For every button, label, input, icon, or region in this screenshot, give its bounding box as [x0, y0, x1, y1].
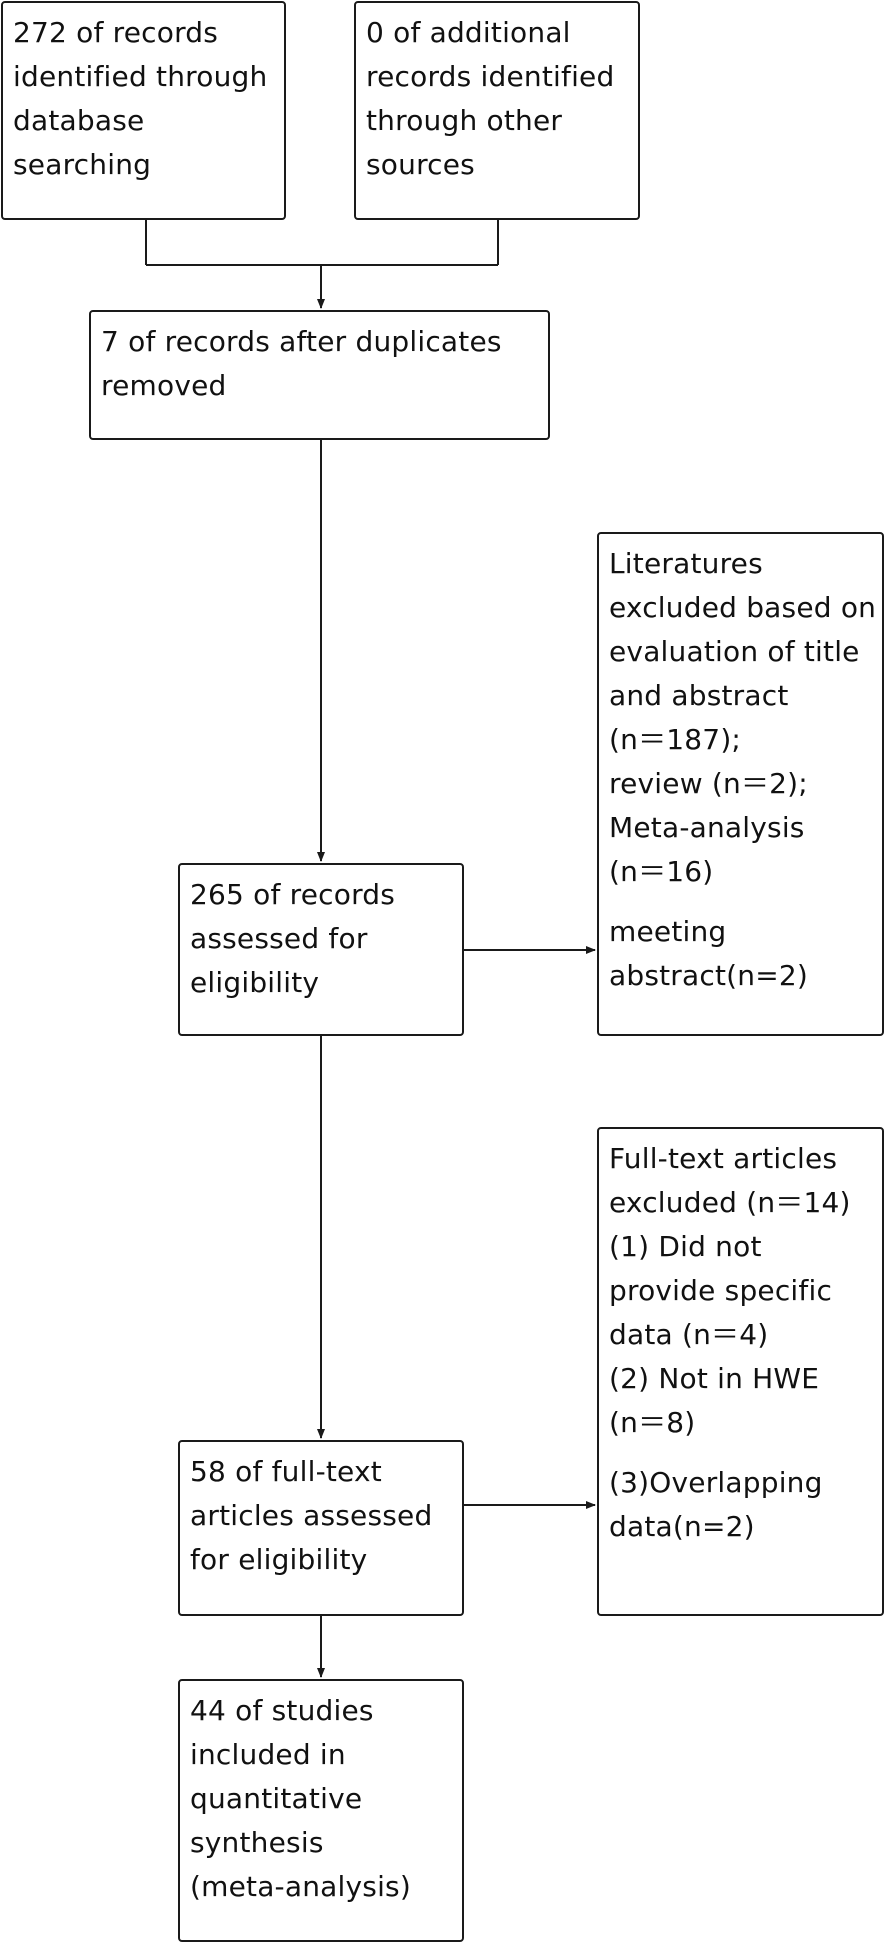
- box-text-line: 0 of additional: [366, 16, 571, 49]
- box-text-line: evaluation of title: [609, 635, 860, 668]
- box-text-line: assessed for: [190, 922, 368, 955]
- box-text-line: Full-text articles: [609, 1142, 838, 1175]
- box-text-line: quantitative: [190, 1782, 363, 1815]
- box-text-line: Meta-analysis: [609, 811, 805, 844]
- box-records-identified-other-sources: 0 of additional records identified throu…: [354, 1, 640, 220]
- box-text-line: (1) Did not: [609, 1230, 762, 1263]
- box-text-line: articles assessed: [190, 1499, 433, 1532]
- box-text-line: removed: [101, 369, 227, 402]
- box-text-line: sources: [366, 148, 475, 181]
- box-text-line: provide specific: [609, 1274, 833, 1307]
- box-studies-included: 44 of studies included in quantitative s…: [178, 1679, 464, 1942]
- box-text-line: identified through: [13, 60, 268, 93]
- box-text-line: 272 of records: [13, 16, 219, 49]
- box-text-line: excluded (n＝14): [609, 1186, 851, 1219]
- box-text-line: 44 of studies: [190, 1694, 374, 1727]
- box-text-line: (2) Not in HWE: [609, 1362, 820, 1395]
- box-text-line: 58 of full-text: [190, 1455, 382, 1488]
- box-text-line: 7 of records after duplicates: [101, 325, 502, 358]
- box-text-line: included in: [190, 1738, 346, 1771]
- box-text-line: searching: [13, 148, 152, 181]
- box-text-line: through other: [366, 104, 563, 137]
- paragraph-gap: [609, 1445, 874, 1461]
- box-text-line: database: [13, 104, 145, 137]
- box-text-line: (3)Overlapping: [609, 1466, 823, 1499]
- box-text-line: records identified: [366, 60, 615, 93]
- box-text-line: (n＝187);: [609, 723, 742, 756]
- box-full-text-articles-assessed: 58 of full-text articles assessed for el…: [178, 1440, 464, 1616]
- box-text-line: synthesis: [190, 1826, 324, 1859]
- box-text-line: data(n=2): [609, 1510, 755, 1543]
- box-text-line: data (n＝4): [609, 1318, 769, 1351]
- box-text-line: 265 of records: [190, 878, 396, 911]
- box-text-line: and abstract: [609, 679, 789, 712]
- box-text-line: eligibility: [190, 966, 320, 999]
- box-text-line: meeting: [609, 915, 727, 948]
- box-text-line: abstract(n=2): [609, 959, 809, 992]
- box-text-line: Literatures: [609, 547, 763, 580]
- box-text-line: for eligibility: [190, 1543, 368, 1576]
- box-text-line: (n＝8): [609, 1406, 696, 1439]
- box-records-identified-database: 272 of records identified through databa…: [1, 1, 286, 220]
- box-text-line: (meta-analysis): [190, 1870, 411, 1903]
- box-text-line: (n＝16): [609, 855, 714, 888]
- paragraph-gap: [609, 894, 874, 910]
- box-literatures-excluded: Literatures excluded based on evaluation…: [597, 532, 884, 1036]
- box-records-assessed-for-eligibility: 265 of records assessed for eligibility: [178, 863, 464, 1036]
- box-records-after-duplicates-removed: 7 of records after duplicates removed: [89, 310, 550, 440]
- box-text-line: review (n＝2);: [609, 767, 808, 800]
- box-text-line: excluded based on: [609, 591, 877, 624]
- box-full-text-articles-excluded: Full-text articles excluded (n＝14) (1) D…: [597, 1127, 884, 1616]
